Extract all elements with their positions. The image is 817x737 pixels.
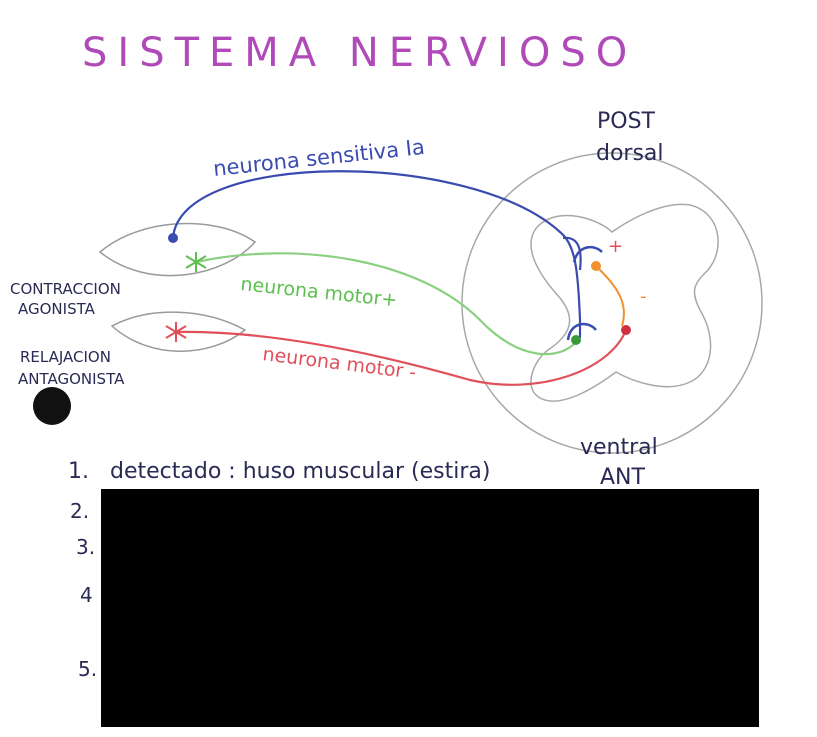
- motor-plus-cell-body: [571, 335, 581, 345]
- list-number-2: 2.: [70, 499, 89, 523]
- interneuron-axon: [595, 265, 625, 327]
- list-item-1: detectado : huso muscular (estira): [110, 459, 490, 484]
- agonist-muscle: [98, 222, 257, 277]
- label-motor-plus: neurona motor+: [239, 273, 398, 311]
- antagonist-muscle: [110, 311, 247, 352]
- list-number-3: 3.: [76, 535, 95, 559]
- label-relaxation-line2: ANTAGONISTA: [18, 370, 125, 388]
- list-number-5: 5.: [78, 657, 97, 681]
- sensory-terminal-upper: [572, 245, 603, 263]
- list-number-1: 1.: [68, 459, 89, 484]
- label-dorsal: dorsal: [596, 141, 664, 166]
- motor-minus-endplate-icon: [165, 322, 187, 342]
- spinal-cord-outline: [461, 152, 763, 454]
- plus-sign: +: [608, 236, 623, 257]
- motor-plus-endplate-icon: [185, 252, 207, 272]
- grey-matter-butterfly: [530, 203, 719, 402]
- label-ventral: ventral: [580, 435, 658, 460]
- motor-plus-neuron-path: [195, 252, 577, 356]
- label-contraction-line2: AGONISTA: [18, 300, 96, 318]
- label-contraction-line1: CONTRACCION: [10, 280, 121, 298]
- motor-minus-cell-body: [621, 325, 631, 335]
- label-relaxation-line1: RELAJACION: [20, 348, 111, 366]
- label-ant: ANT: [600, 465, 646, 490]
- motor-minus-neuron-path: [175, 329, 628, 386]
- list-number-4: 4: [80, 583, 93, 607]
- sensory-receptor-dot: [168, 233, 178, 243]
- black-dot-marker: [33, 387, 71, 425]
- redaction-box: [101, 489, 759, 727]
- page-title: SISTEMA NERVIOSO: [82, 30, 637, 76]
- minus-sign: -: [640, 286, 647, 307]
- label-post: POST: [597, 109, 656, 134]
- sensory-branch-upper: [562, 236, 582, 271]
